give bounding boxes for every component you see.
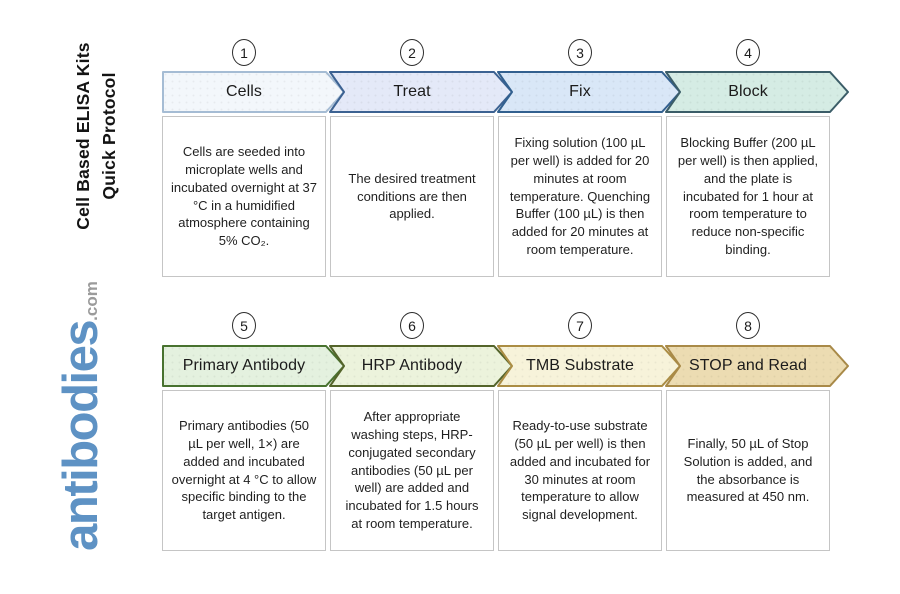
step-5-arrow-texture bbox=[163, 346, 344, 386]
description-row-1: Cells are seeded into microplate wells a… bbox=[162, 116, 830, 277]
step-6-number-badge: 6 bbox=[400, 312, 424, 339]
step-4-label: Block bbox=[728, 83, 768, 100]
step-2-description: The desired treatment conditions are the… bbox=[348, 170, 476, 222]
step-4-description: Blocking Buffer (200 µL per well) is the… bbox=[677, 134, 819, 258]
step-7-arrow-texture bbox=[498, 346, 680, 386]
step-1-number-badge: 1 bbox=[232, 39, 256, 66]
step-4-description-box: Blocking Buffer (200 µL per well) is the… bbox=[666, 116, 830, 277]
step-5-description-box: Primary antibodies (50 µL per well, 1×) … bbox=[162, 390, 326, 551]
step-5-description: Primary antibodies (50 µL per well, 1×) … bbox=[171, 417, 317, 523]
step-8-label: STOP and Read bbox=[688, 357, 808, 374]
description-row-2: Primary antibodies (50 µL per well, 1×) … bbox=[162, 390, 830, 551]
step-3-number-badge: 3 bbox=[568, 39, 592, 66]
step-4-number-badge: 4 bbox=[736, 39, 760, 66]
step-1-arrow-texture bbox=[163, 72, 344, 112]
step-8-number-badge: 8 bbox=[736, 312, 760, 339]
arrow-band-row-2 bbox=[162, 345, 849, 387]
step-3-arrow-texture bbox=[498, 72, 680, 112]
step-1-label: Cells bbox=[225, 83, 263, 100]
brand-logo: antibodies.com bbox=[53, 261, 117, 571]
step-6-arrow-texture bbox=[330, 346, 512, 386]
step-number-row-1: 1 2 3 4 bbox=[162, 39, 830, 66]
protocol-title: Cell Based ELISA Kits Quick Protocol bbox=[70, 31, 124, 241]
arrow-label-row-1: Cells Treat Fix Block bbox=[162, 71, 830, 113]
step-1-description: Cells are seeded into microplate wells a… bbox=[171, 143, 317, 249]
step-6-label: HRP Antibody bbox=[361, 357, 463, 374]
brand-logo-text: antibodies bbox=[54, 320, 108, 551]
step-7-number-badge: 7 bbox=[568, 312, 592, 339]
protocol-title-line1: Cell Based ELISA Kits bbox=[73, 42, 93, 230]
step-5-number-badge: 5 bbox=[232, 312, 256, 339]
step-7-label: TMB Substrate bbox=[525, 357, 634, 374]
step-7-description: Ready-to-use substrate (50 µL per well) … bbox=[509, 417, 651, 523]
step-7-description-box: Ready-to-use substrate (50 µL per well) … bbox=[498, 390, 662, 551]
step-6-description-box: After appropriate washing steps, HRP-con… bbox=[330, 390, 494, 551]
protocol-flow: 1 2 3 4 Cells Treat Fix Block bbox=[162, 0, 874, 594]
step-8-description: Finally, 50 µL of Stop Solution is added… bbox=[683, 435, 813, 505]
brand-logo-suffix: .com bbox=[82, 281, 101, 321]
step-3-label: Fix bbox=[569, 83, 591, 100]
step-1-description-box: Cells are seeded into microplate wells a… bbox=[162, 116, 326, 277]
step-2-number-badge: 2 bbox=[400, 39, 424, 66]
step-8-arrow-texture bbox=[666, 346, 848, 386]
step-5-label: Primary Antibody bbox=[182, 357, 306, 374]
step-8-description-box: Finally, 50 µL of Stop Solution is added… bbox=[666, 390, 830, 551]
step-2-label: Treat bbox=[393, 83, 431, 100]
step-6-description: After appropriate washing steps, HRP-con… bbox=[345, 408, 479, 532]
protocol-title-line2: Quick Protocol bbox=[99, 72, 120, 200]
step-2-arrow-texture bbox=[330, 72, 512, 112]
step-number-row-2: 5 6 7 8 bbox=[162, 312, 830, 339]
step-2-description-box: The desired treatment conditions are the… bbox=[330, 116, 494, 277]
step-3-description-box: Fixing solution (100 µL per well) is add… bbox=[498, 116, 662, 277]
step-4-arrow-texture bbox=[666, 72, 848, 112]
arrow-label-row-2: Primary Antibody HRP Antibody TMB Substr… bbox=[162, 345, 830, 387]
step-3-description: Fixing solution (100 µL per well) is add… bbox=[509, 134, 651, 258]
arrow-band-row-1 bbox=[162, 71, 849, 113]
